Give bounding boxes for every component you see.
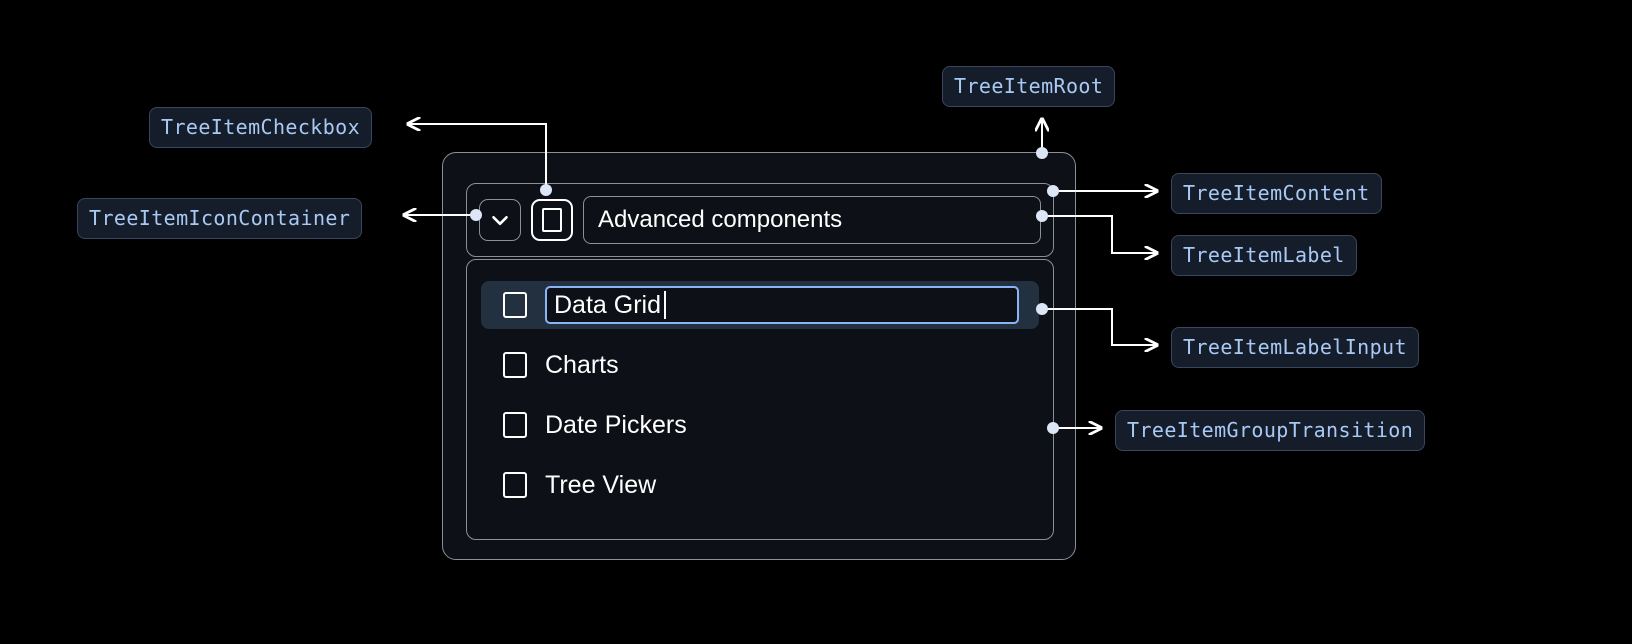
tree-item-icon-container[interactable] <box>479 199 521 241</box>
text-caret <box>663 291 666 319</box>
tree-item-label[interactable]: Advanced components <box>583 196 1041 244</box>
annotation-tree-item-content: TreeItemContent <box>1171 173 1382 214</box>
tree-item-label: Date Pickers <box>545 410 687 439</box>
annotation-tree-item-root: TreeItemRoot <box>942 66 1116 107</box>
tree-item-row[interactable]: Tree View <box>481 461 1039 509</box>
tree-item-row[interactable]: Data Grid <box>481 281 1039 329</box>
tree-item-root: Advanced components Data Grid Charts Dat… <box>442 152 1076 560</box>
tree-item-row[interactable]: Date Pickers <box>481 401 1039 449</box>
chevron-down-icon <box>492 215 508 226</box>
checkbox-unchecked-icon[interactable] <box>503 352 527 378</box>
checkbox-unchecked-icon[interactable] <box>503 412 527 438</box>
tree-item-group-transition: Data Grid Charts Date Pickers Tree View <box>466 259 1054 540</box>
checkbox-unchecked-icon[interactable] <box>503 292 527 318</box>
tree-item-checkbox[interactable] <box>531 199 573 241</box>
checkbox-unchecked-icon <box>542 208 562 232</box>
tree-item-row[interactable]: Charts <box>481 341 1039 389</box>
annotation-tree-item-label: TreeItemLabel <box>1171 235 1357 276</box>
checkbox-unchecked-icon[interactable] <box>503 472 527 498</box>
tree-item-content[interactable]: Advanced components <box>466 183 1054 257</box>
annotation-tree-item-icon-container: TreeItemIconContainer <box>77 198 363 239</box>
tree-item-label: Tree View <box>545 470 657 499</box>
tree-item-label-input[interactable]: Data Grid <box>545 286 1019 324</box>
tree-item-label-input-value: Data Grid <box>554 290 661 319</box>
annotation-tree-item-label-input: TreeItemLabelInput <box>1171 327 1419 368</box>
annotation-tree-item-checkbox: TreeItemCheckbox <box>149 107 373 148</box>
annotation-tree-item-group-transition: TreeItemGroupTransition <box>1115 410 1426 451</box>
tree-item-label: Charts <box>545 350 619 379</box>
